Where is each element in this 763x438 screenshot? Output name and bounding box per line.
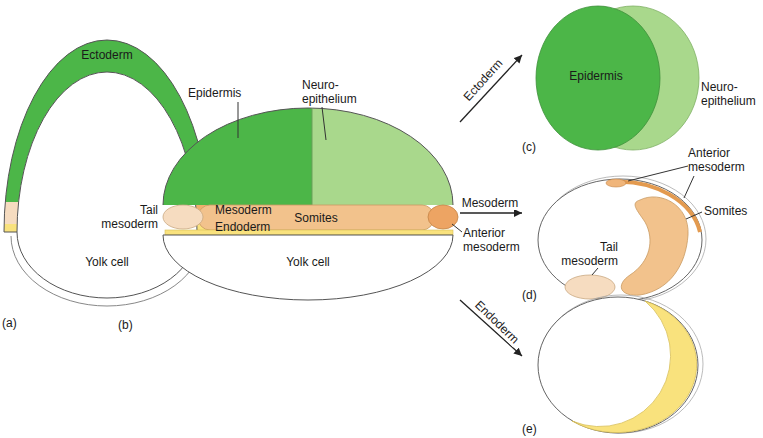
yolk-cell — [163, 235, 453, 300]
part-label: Anterior mesoderm — [688, 146, 754, 174]
region-name: Ectoderm — [81, 48, 132, 62]
epidermis-shape — [536, 6, 660, 150]
region-name: Epidermis — [569, 69, 622, 83]
embryo-outline — [539, 295, 703, 433]
region-label-box: Somites — [291, 210, 340, 226]
part-label: Endoderm — [215, 220, 270, 234]
endoderm-strip — [165, 230, 453, 235]
anterior-mesoderm — [606, 179, 626, 187]
somites-shape — [621, 197, 688, 295]
panel-letter: (c) — [522, 140, 536, 154]
region-label-box: Yolk cell — [82, 254, 132, 270]
arrow-label: Mesoderm — [460, 196, 521, 210]
region-name: Yolk cell — [286, 255, 330, 269]
fate-boundary — [312, 108, 313, 205]
region-name: Somites — [294, 211, 337, 225]
part-label: Anterior mesoderm — [463, 226, 531, 254]
panel-letter: (b) — [118, 318, 133, 332]
region-label-box: Yolk cell — [283, 254, 333, 270]
figure-panel: (c) Epidermis — [522, 2, 668, 154]
embryo-circle — [538, 179, 702, 301]
arrow-label: Endoderm — [471, 296, 523, 347]
fate-arrow — [460, 212, 522, 213]
embryo-circle — [538, 297, 698, 433]
part-label: Neuro-epithelium — [701, 80, 759, 108]
figure-panel: (a) EctodermYolk cell — [2, 36, 214, 330]
part-label: Somites — [704, 204, 747, 218]
region-label-box: Ectoderm — [78, 47, 135, 63]
tail-mesoderm — [163, 205, 203, 229]
part-label: Mesoderm — [215, 203, 272, 217]
figure-panel: (e) — [522, 304, 702, 436]
region-label-box: Epidermis — [566, 68, 625, 84]
endoderm-crescent — [572, 301, 697, 433]
part-label: Tail mesoderm — [100, 203, 158, 231]
epidermis-region — [160, 100, 312, 206]
figure-panel: (d) — [522, 160, 705, 302]
neuroepithelium-region — [312, 100, 457, 206]
part-label: Tail mesoderm — [554, 240, 618, 268]
panel-letter: (d) — [522, 288, 537, 302]
part-label: Neuro-epithelium — [302, 78, 364, 106]
region-name: Yolk cell — [85, 255, 129, 269]
part-label: Epidermis — [188, 86, 241, 100]
tail-mesoderm — [565, 275, 615, 299]
panel-letter: (e) — [522, 422, 537, 436]
fate-arrow — [460, 55, 522, 122]
dome-outline — [163, 108, 453, 205]
panel-letter: (a) — [2, 316, 17, 330]
figure-panel: (b) SomitesYolk cell — [118, 88, 460, 332]
